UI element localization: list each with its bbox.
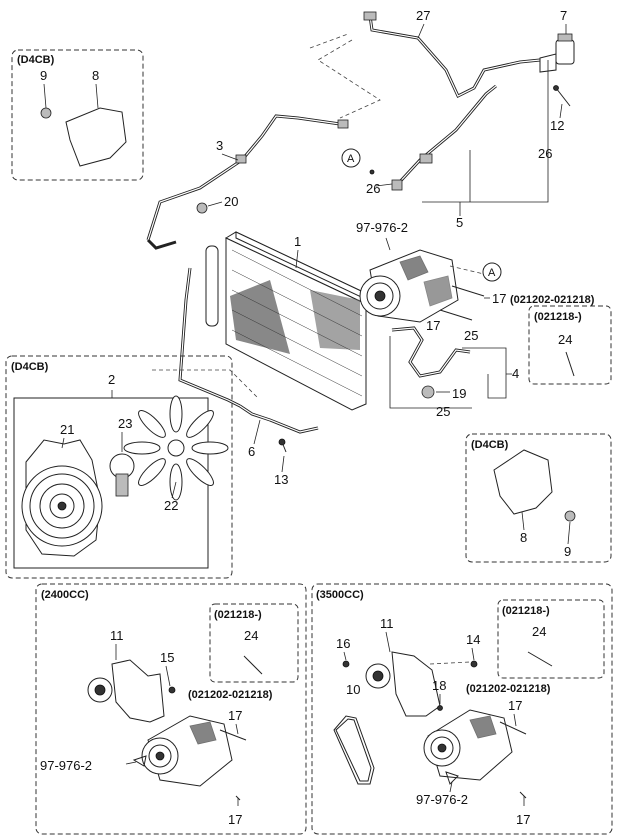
callout-26: 26 (538, 146, 552, 161)
callout-18: 18 (432, 678, 446, 693)
callout-25-a: 25 (464, 328, 478, 343)
callout-13: 13 (274, 472, 288, 487)
fan-assembly-box: (D4CB) 2 21 23 22 (5, 355, 259, 579)
callout-6: 6 (248, 444, 255, 459)
callout-24-3500: 24 (532, 624, 546, 639)
d4cb-label-fan: (D4CB) (11, 361, 49, 373)
engine-3500cc-box: (3500CC) (021218-) 24 (021202-021218) 16… (311, 583, 613, 835)
compressor-ref-3500: 97-976-2 (416, 792, 468, 807)
engine-2400cc-box: (2400CC) (021218-) 24 (021202-021218) 11… (35, 583, 307, 835)
callout-24-2400: 24 (244, 628, 258, 643)
compressor-ref-main: 97-976-2 (356, 220, 408, 235)
callout-19: 19 (452, 386, 466, 401)
date-after-3500: (021218-) (502, 605, 550, 617)
d4cb-bracket-box-right: (D4CB) 8 9 (465, 433, 612, 563)
callout-3: 3 (216, 138, 223, 153)
fan-blade (123, 395, 229, 501)
callout-10: 10 (346, 682, 360, 697)
condenser: 1 (178, 231, 378, 411)
bracket-plate (65, 107, 127, 167)
callout-17-a: 17 (492, 291, 506, 306)
callout-21: 21 (60, 422, 74, 437)
callout-9: 9 (40, 68, 47, 83)
callout-17-2400-a: 17 (228, 708, 242, 723)
callout-4: 4 (512, 366, 519, 381)
callout-16: 16 (336, 636, 350, 651)
date-range-2400: (021202-021218) (188, 689, 273, 701)
callout-11-3500: 11 (380, 616, 394, 631)
callout-17-3500-b: 17 (516, 812, 530, 827)
callout-12: 12 (550, 118, 564, 133)
callout-1: 1 (294, 234, 301, 249)
callout-17-2400-b: 17 (228, 812, 242, 827)
callout-27: 27 (416, 8, 430, 23)
bolt-icon (40, 107, 52, 119)
date-after-2400: (021218-) (214, 609, 262, 621)
callout-15: 15 (160, 650, 174, 665)
suction-discharge-pipes (146, 11, 541, 250)
callout-24-main: 24 (558, 332, 572, 347)
callout-22: 22 (164, 498, 178, 513)
liquid-line: 6 13 (239, 404, 319, 487)
callout-20: 20 (224, 194, 238, 209)
bolts-17-main: 17 17 (021202-021218) (426, 285, 595, 333)
date-range-3500: (021202-021218) (466, 683, 551, 695)
marker-a-compressor: A (488, 267, 496, 279)
receiver-drier: 7 (539, 8, 575, 73)
callout-26b: 26 (366, 181, 380, 196)
callout-7: 7 (560, 8, 567, 23)
callout-17-b: 17 (426, 318, 440, 333)
callout-14: 14 (466, 632, 480, 647)
date-after-main: (021218-) (534, 311, 582, 323)
compressor-main: 97-976-2 A (356, 220, 502, 323)
callout-9-right: 9 (564, 544, 571, 559)
d4cb-label-right: (D4CB) (471, 439, 509, 451)
compressor-ref-2400: 97-976-2 (40, 758, 92, 773)
d4cb-label: (D4CB) (17, 54, 55, 66)
callout-8: 8 (92, 68, 99, 83)
d4cb-bracket-box-top: (D4CB) 9 8 (11, 49, 144, 181)
cc2400-label: (2400CC) (41, 589, 89, 601)
date-box-main: (021218-) 24 (528, 305, 612, 385)
marker-a-top: A (347, 153, 355, 165)
date-range-main: (021202-021218) (510, 294, 595, 306)
discharge-hose: 25 19 4 25 (389, 326, 519, 419)
callout-11-2400: 11 (110, 628, 124, 643)
cc3500-label: (3500CC) (316, 589, 364, 601)
callout-2: 2 (108, 372, 115, 387)
callout-25-b: 25 (436, 404, 450, 419)
bolt-12: 12 (550, 85, 571, 133)
callout-5: 5 (456, 215, 463, 230)
callout-17-3500-a: 17 (508, 698, 522, 713)
callout-23: 23 (118, 416, 132, 431)
callout-8-right: 8 (520, 530, 527, 545)
